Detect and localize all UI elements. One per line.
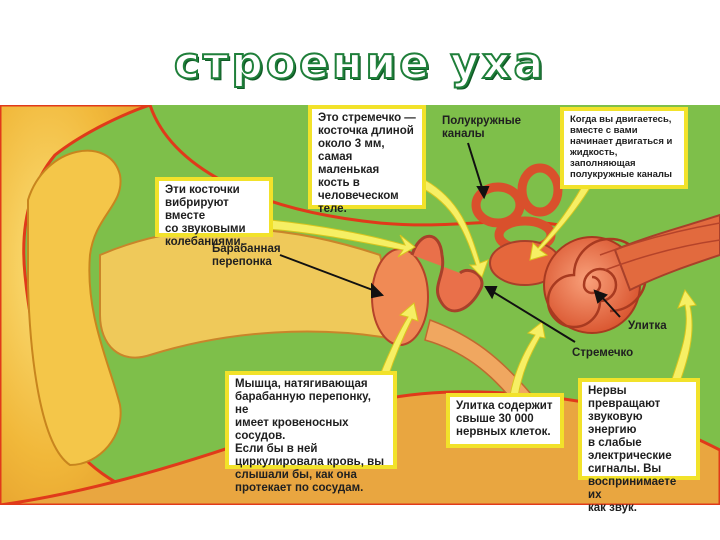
- callout-motion: Когда вы двигаетесь, вместе с вами начин…: [560, 107, 688, 189]
- pinna: [27, 149, 122, 467]
- nerve-strand: [599, 222, 720, 256]
- label-cochlea: Улитка: [628, 320, 667, 332]
- auditory-nerve: [613, 213, 720, 292]
- callout-arrows: [267, 166, 697, 398]
- label-stapes: Стремечко: [572, 347, 634, 359]
- callout-ossicles: Эти косточки вибрируют вместе со звуковы…: [155, 177, 273, 248]
- label-canals: Полукружные каналы: [442, 115, 522, 140]
- label-eardrum: Барабанная перепонка: [212, 243, 281, 268]
- ear-diagram: Это стремечко — косточка длиной около 3 …: [0, 105, 720, 514]
- ossicles: [410, 234, 484, 313]
- leader-lines: [279, 142, 621, 343]
- callout-nerves: Нервы превращают звуковую энергию в слаб…: [578, 378, 700, 514]
- page-title: строение уха: [173, 37, 547, 90]
- callout-cochlea-cells: Улитка содержит свыше 30 000 нервных кле…: [446, 393, 564, 448]
- callout-stapes-desc: Это стремечко — косточка длиной около 3 …: [308, 105, 426, 215]
- nerve-strand: [604, 239, 720, 271]
- callout-eardrum-muscle: Мышца, натягивающая барабанную перепонку…: [225, 371, 397, 494]
